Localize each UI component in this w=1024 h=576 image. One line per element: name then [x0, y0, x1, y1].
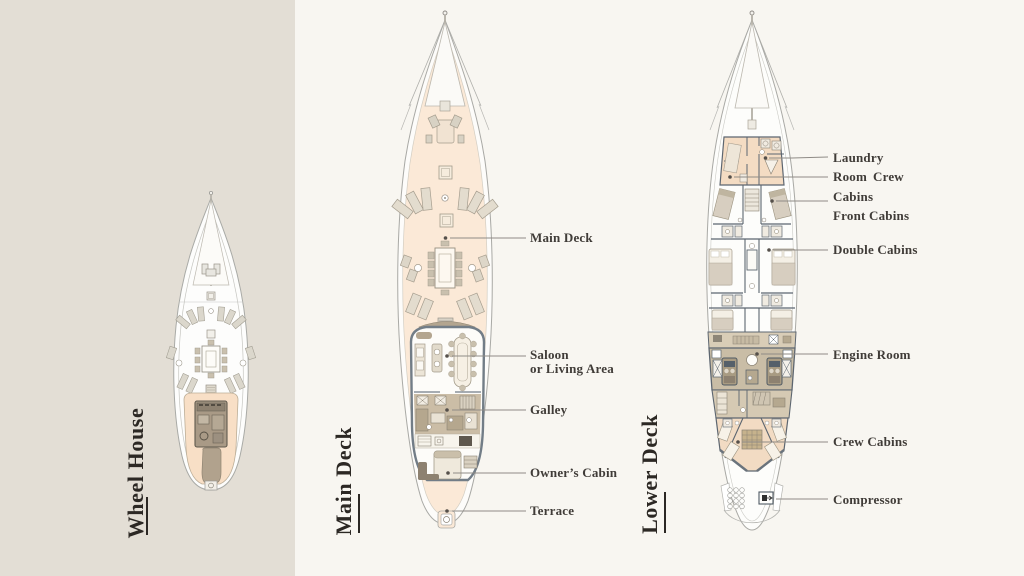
dining-table [194, 339, 228, 379]
saloon-area [414, 332, 477, 392]
label-crew-cabins-fwd-line2: Cabins [833, 189, 874, 204]
machinery-strip [707, 331, 797, 349]
aft-galley-section [711, 389, 793, 419]
label-laundry-room-line1: Laundry [833, 150, 884, 165]
label-laundry-room-line2: Room [833, 169, 868, 184]
label-engine-room: Engine Room [833, 347, 911, 362]
sun-loungers-aft [176, 372, 246, 394]
label-galley: Galley [530, 402, 568, 417]
front-cabins-section [712, 185, 792, 224]
compressor-unit [758, 491, 774, 505]
stern-platform [437, 510, 456, 529]
main-deck-plan [391, 10, 499, 529]
lounger-fan [391, 187, 499, 220]
main-deck-title-line [358, 494, 360, 533]
side-chairs [165, 345, 257, 367]
lower-deck-title-line [664, 492, 666, 533]
label-saloon: Saloon or Living Area [530, 348, 614, 376]
label-double-cabins: Double Cabins [833, 242, 918, 257]
left-panel-background [0, 0, 295, 576]
laundry-crew-bow-section [719, 136, 785, 186]
label-crew-cabins-fwd-line1: Crew [873, 169, 904, 184]
sun-loungers-fwd [175, 306, 247, 330]
label-saloon-line2: or Living Area [530, 361, 614, 376]
main-deck-title: Main Deck [331, 426, 356, 536]
label-saloon-line1: Saloon [530, 347, 569, 362]
stern-section [720, 482, 784, 523]
liferaft-grid [727, 487, 745, 510]
label-crew-cabins-aft: Crew Cabins [833, 434, 908, 449]
side-chairs [399, 254, 491, 283]
bath-band-2 [709, 292, 795, 309]
galley-area [414, 394, 481, 434]
mid-strip [414, 433, 481, 449]
engine-room-section [708, 347, 796, 391]
wheel-house-title-line [146, 497, 148, 535]
owners-cabin-area [418, 450, 478, 480]
label-main-deck: Main Deck [530, 230, 593, 245]
crew-cabins-section [715, 417, 789, 472]
lower-deck-title: Lower Deck [637, 414, 662, 534]
label-terrace: Terrace [530, 503, 575, 518]
double-cabins-row-2 [711, 308, 793, 332]
deck-dining [427, 240, 463, 296]
label-compressor: Compressor [833, 492, 903, 507]
helm-seat [201, 447, 222, 484]
label-front-cabins: Front Cabins [833, 208, 910, 223]
double-cabins-row-1 [708, 239, 796, 293]
lower-deck-plan [706, 10, 798, 531]
wheelhouse-console [194, 400, 228, 448]
bath-band-1 [711, 223, 793, 240]
label-owners-cabin: Owner’s Cabin [530, 465, 618, 480]
wheel-house-plan [165, 191, 257, 491]
bow-seating [425, 114, 465, 144]
bow-windlass [201, 263, 221, 277]
lounger-pairs-aft [405, 292, 485, 321]
